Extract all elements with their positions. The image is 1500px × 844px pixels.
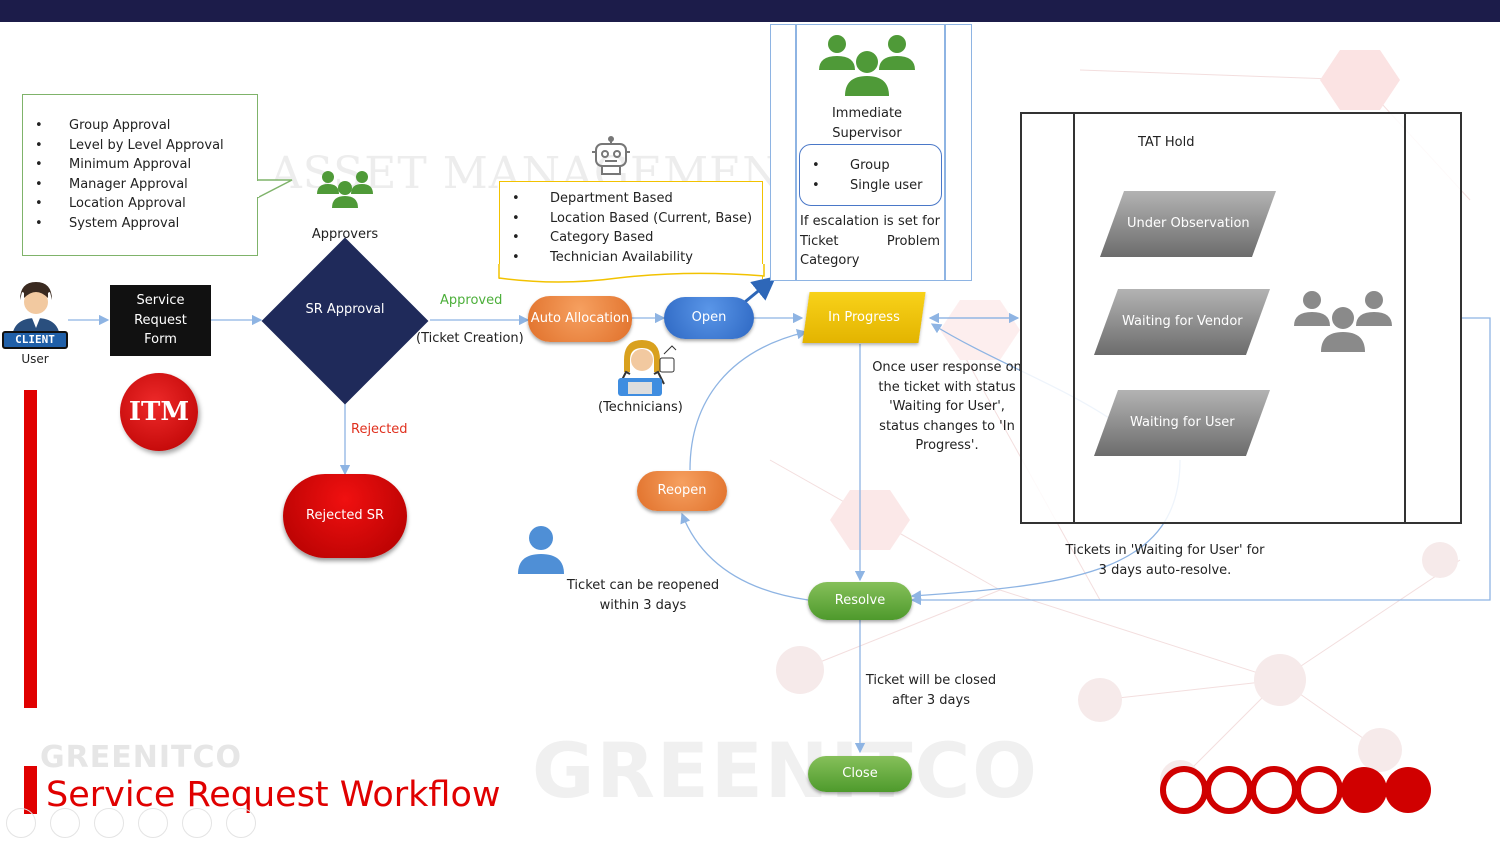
pen-icon[interactable]: [94, 808, 124, 838]
rejected-sr-node[interactable]: Rejected SR: [283, 474, 407, 558]
auto-resolve-note: Tickets in 'Waiting for User' for 3 days…: [1065, 543, 1265, 578]
under-observation-label: Under Observation: [1126, 216, 1250, 231]
progress-circle-filled: [1385, 767, 1431, 813]
progress-circle-empty: [1250, 766, 1298, 814]
zoom-icon[interactable]: [182, 808, 212, 838]
close-node[interactable]: Close: [808, 756, 912, 792]
client-badge: CLIENT: [2, 331, 68, 349]
waiting-for-user-label: Waiting for User: [1129, 415, 1235, 430]
allocation-type-item: Location Based (Current, Base): [500, 209, 762, 229]
title-accent-bar: [24, 766, 37, 814]
allocation-type-item: Department Based: [500, 189, 762, 209]
approval-type-item: Group Approval: [23, 116, 257, 136]
approval-types-box: Group Approval Level by Level Approval M…: [22, 94, 258, 256]
ticket-creation-label: (Ticket Creation): [416, 331, 524, 346]
approvers-group-icon: [317, 171, 373, 208]
progress-circle-filled: [1341, 767, 1387, 813]
slides-icon[interactable]: [138, 808, 168, 838]
waiting-for-user-node[interactable]: Waiting for User: [1093, 390, 1271, 456]
progress-circle-empty: [1295, 766, 1343, 814]
escalation-note: If escalation is set for Ticket Problem …: [800, 214, 940, 268]
reopen-node[interactable]: Reopen: [637, 471, 727, 511]
allocation-type-item: Technician Availability: [500, 248, 762, 268]
closed-note: Ticket will be closed after 3 days: [865, 673, 997, 708]
progress-circles: [1160, 766, 1431, 814]
supervisor-option-item: Single user: [800, 176, 941, 196]
users-group-icon: [1294, 291, 1392, 352]
tat-hold-title: TAT Hold: [1138, 135, 1195, 150]
greenitco-watermark: GREENITCO: [40, 740, 242, 775]
top-bar: [0, 0, 1500, 22]
approval-type-item: System Approval: [23, 214, 257, 234]
play-icon[interactable]: [50, 808, 80, 838]
approval-type-item: Manager Approval: [23, 175, 257, 195]
allocation-box-wave: [498, 264, 765, 283]
technicians-label: (Technicians): [598, 400, 683, 415]
service-request-form-node[interactable]: Service Request Form: [110, 285, 211, 356]
supervisor-option-item: Group: [800, 156, 941, 176]
supervisor-title: Immediate Supervisor: [831, 106, 903, 141]
auto-allocation-node[interactable]: Auto Allocation: [528, 296, 632, 342]
approved-label: Approved: [440, 293, 503, 308]
itm-logo: ITM: [120, 373, 198, 451]
open-node[interactable]: Open: [664, 297, 754, 339]
slide-title: Service Request Workflow: [46, 775, 501, 815]
robot-icon: [592, 136, 630, 175]
person-icon: [518, 526, 564, 574]
more-icon[interactable]: [226, 808, 256, 838]
greenitco-big-watermark: GREENITCO: [532, 726, 1039, 815]
approvers-label: Approvers: [311, 227, 379, 242]
reopen-note: Ticket can be reopened within 3 days: [566, 578, 720, 613]
user-response-note: Once user response on the ticket with st…: [872, 360, 1022, 453]
slideshow-controls[interactable]: [6, 808, 276, 838]
in-progress-node[interactable]: In Progress: [828, 310, 900, 325]
waiting-for-vendor-node[interactable]: Waiting for Vendor: [1093, 289, 1271, 355]
sr-approval-label[interactable]: SR Approval: [305, 302, 385, 317]
rejected-label: Rejected: [351, 422, 408, 437]
allocation-type-item: Category Based: [500, 228, 762, 248]
supervisor-group-icon: [819, 35, 915, 96]
progress-circle-empty: [1160, 766, 1208, 814]
user-label: User: [21, 352, 49, 366]
previous-icon[interactable]: [6, 808, 36, 838]
under-observation-node[interactable]: Under Observation: [1099, 191, 1277, 257]
progress-circle-empty: [1205, 766, 1253, 814]
allocation-types-box: Department Based Location Based (Current…: [499, 181, 763, 279]
approval-type-item: Minimum Approval: [23, 155, 257, 175]
technician-icon: [618, 340, 677, 396]
resolve-node[interactable]: Resolve: [808, 582, 912, 620]
supervisor-options-box: Group Single user: [799, 144, 942, 206]
approval-type-item: Level by Level Approval: [23, 136, 257, 156]
approval-type-item: Location Approval: [23, 194, 257, 214]
waiting-for-vendor-label: Waiting for Vendor: [1121, 314, 1243, 329]
left-accent-bar: [24, 390, 37, 708]
